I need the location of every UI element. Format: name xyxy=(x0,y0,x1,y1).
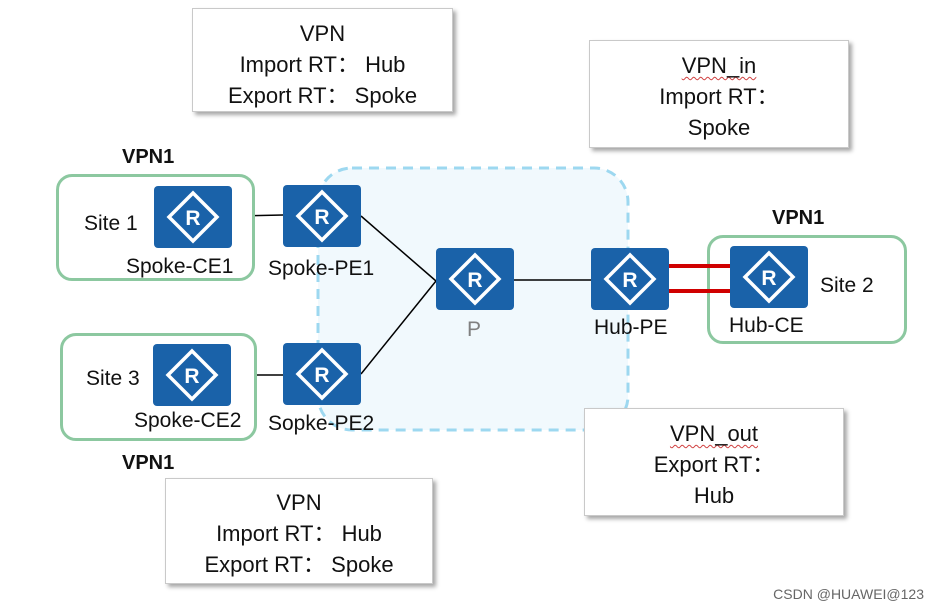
svg-text:R: R xyxy=(761,267,776,290)
box-line: VPN_out xyxy=(669,421,759,446)
router-icon: R xyxy=(603,252,657,306)
site1-label: Site 1 xyxy=(84,212,138,235)
link-pe2-p xyxy=(360,280,437,375)
svg-text:R: R xyxy=(622,269,637,292)
vpn1-label-site2: VPN1 xyxy=(772,207,825,229)
box-line: Export RT： xyxy=(653,452,775,477)
vpn-rt-box-top: VPN Import RT： Hub Export RT： Spoke xyxy=(192,8,453,112)
box-line: VPN_in xyxy=(681,53,757,78)
link-pe1-p xyxy=(360,215,437,282)
router-icon: R xyxy=(165,348,219,402)
router-spoke-pe2[interactable]: R xyxy=(283,343,361,405)
router-hub-ce[interactable]: R xyxy=(730,246,808,308)
router-icon: R xyxy=(448,252,502,306)
site2-label: Site 2 xyxy=(820,274,874,297)
router-p[interactable]: R xyxy=(436,248,514,310)
device-label-spoke-ce1: Spoke-CE1 xyxy=(126,255,234,278)
vpn-in-box: VPN_in Import RT： Spoke xyxy=(589,40,849,148)
vpn-out-box: VPN_out Export RT： Hub xyxy=(584,408,844,516)
router-icon: R xyxy=(295,347,349,401)
box-line: Export RT： Spoke xyxy=(227,83,418,108)
box-line: Import RT： Hub xyxy=(239,52,406,77)
watermark: CSDN @HUAWEI@123 xyxy=(773,586,924,602)
box-line: Import RT： xyxy=(659,84,779,109)
device-label-hub-ce: Hub-CE xyxy=(729,314,804,337)
vpn-rt-box-bottom: VPN Import RT： Hub Export RT： Spoke xyxy=(165,478,433,584)
router-spoke-ce2[interactable]: R xyxy=(153,344,231,406)
box-line: Import RT： Hub xyxy=(216,521,382,546)
device-label-spoke-ce2: Spoke-CE2 xyxy=(134,409,242,432)
device-label-spoke-pe2: Sopke-PE2 xyxy=(268,412,375,435)
site3-label: Site 3 xyxy=(86,367,140,390)
router-spoke-ce1[interactable]: R xyxy=(154,186,232,248)
svg-text:R: R xyxy=(185,207,200,230)
svg-text:R: R xyxy=(314,206,329,229)
box-line: VPN xyxy=(299,21,346,46)
box-line: Hub xyxy=(693,483,735,508)
vpn1-label-site1: VPN1 xyxy=(122,146,175,168)
svg-text:R: R xyxy=(184,365,199,388)
box-line: Spoke xyxy=(687,115,751,140)
router-icon: R xyxy=(166,190,220,244)
box-line: VPN xyxy=(276,490,322,515)
device-label-p: P xyxy=(467,318,482,341)
router-spoke-pe1[interactable]: R xyxy=(283,185,361,247)
router-icon: R xyxy=(295,189,349,243)
router-hub-pe[interactable]: R xyxy=(591,248,669,310)
svg-text:R: R xyxy=(314,364,329,387)
router-icon: R xyxy=(742,250,796,304)
device-label-spoke-pe1: Spoke-PE1 xyxy=(268,257,375,280)
vpn1-label-site3: VPN1 xyxy=(122,452,175,474)
box-line: Export RT： Spoke xyxy=(204,552,394,577)
device-label-hub-pe: Hub-PE xyxy=(594,316,668,339)
svg-text:R: R xyxy=(467,269,482,292)
